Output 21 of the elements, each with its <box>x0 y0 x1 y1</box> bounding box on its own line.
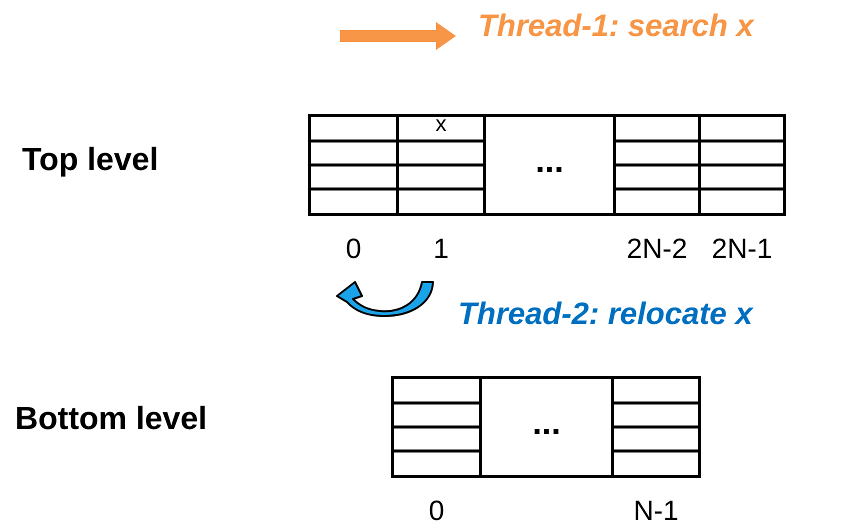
ellipsis-box <box>479 376 614 478</box>
index-label: N-1 <box>633 495 679 527</box>
thread-label: Thread-2: relocate x <box>458 296 753 332</box>
bucket-column <box>396 114 486 216</box>
bucket-column <box>308 114 399 216</box>
ellipsis: ... <box>531 405 562 441</box>
ellipsis-box <box>483 114 616 216</box>
index-label: 1 <box>433 233 449 265</box>
bucket-column <box>391 376 482 478</box>
slot-entry: x <box>434 112 448 136</box>
ellipsis: ... <box>534 143 565 179</box>
index-label: 2N-2 <box>626 233 688 265</box>
index-label: 0 <box>346 233 362 265</box>
index-label: 2N-1 <box>712 233 772 265</box>
thread-label: Thread-1: search x <box>478 8 754 44</box>
bucket-column <box>698 114 786 216</box>
bucket-column <box>611 376 701 478</box>
level-label: Bottom level <box>15 400 208 437</box>
index-label: 0 <box>428 495 444 527</box>
bucket-column <box>613 114 701 216</box>
level-label: Top level <box>22 141 158 178</box>
